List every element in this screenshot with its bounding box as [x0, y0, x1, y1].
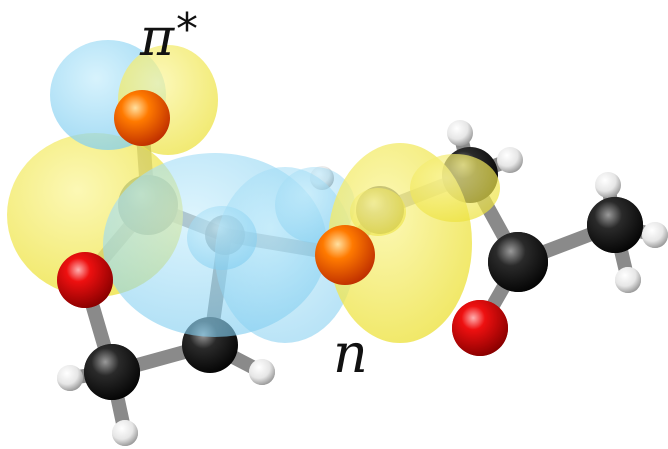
hydrogen-atom [497, 147, 523, 173]
oxygen-atom [57, 252, 113, 308]
n-orbital-label: n [333, 322, 368, 385]
highlighted-oxygen-atom [114, 90, 170, 146]
pi-star-label: π [139, 8, 175, 68]
n-lobe-yellow-upper [410, 154, 500, 222]
orbital-lobes [7, 40, 500, 343]
n-lobe-yellow-small [350, 188, 406, 236]
hydrogen-atom [249, 359, 275, 385]
hydrogen-atom [447, 120, 473, 146]
n-lobe-blue-small [187, 206, 257, 270]
hydrogen-atom [57, 365, 83, 391]
oxygen-atom [452, 300, 508, 356]
carbon-atom [587, 197, 643, 253]
pi-star-superscript: * [176, 4, 198, 55]
hydrogen-atom [595, 172, 621, 198]
front-atoms [57, 90, 668, 446]
highlighted-oxygen-atom [315, 225, 375, 285]
hydrogen-atom [642, 222, 668, 248]
hydrogen-atom [112, 420, 138, 446]
labels: π * n [139, 4, 368, 385]
hydrogen-atom [615, 267, 641, 293]
carbon-atom [84, 344, 140, 400]
carbon-atom [488, 232, 548, 292]
